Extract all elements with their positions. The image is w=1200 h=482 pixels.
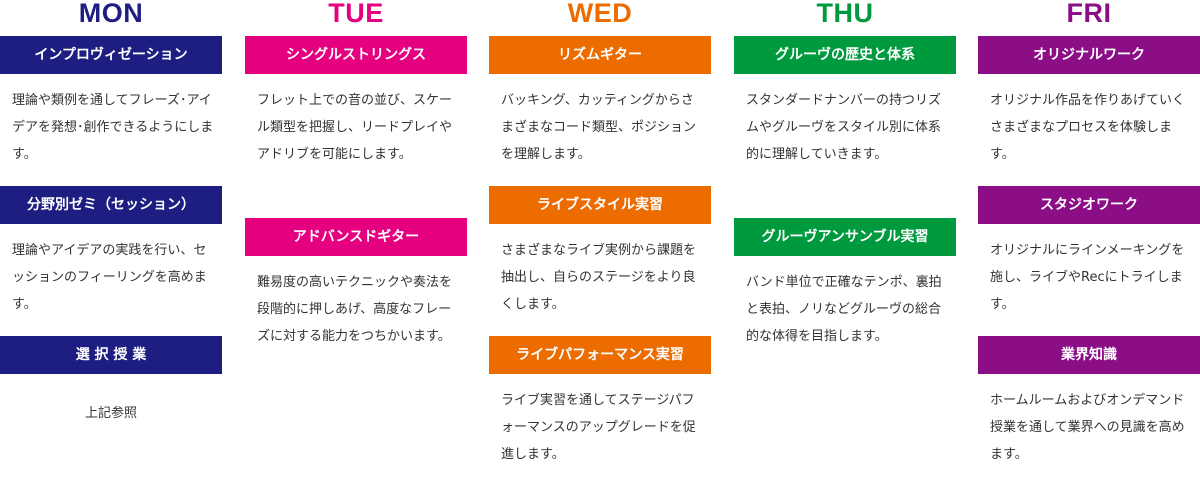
class-block: 選 択 授 業 上記参照 [0,336,222,482]
class-title[interactable]: アドバンスドギター [245,218,467,256]
class-block: リズムギター バッキング、カッティングからさまざまなコード類型、ポジションを理解… [489,36,711,182]
class-description: 理論やアイデアの実践を行い、セッションのフィーリングを高めます。 [12,243,207,312]
class-description: 理論や類例を通してフレーズ･アイデアを発想･創作できるようにします。 [12,93,214,162]
column-wed: WED リズムギター バッキング、カッティングからさまざまなコード類型、ポジショ… [489,0,711,482]
class-description: オリジナルにラインメーキングを施し、ライブやRecにトライします。 [990,243,1185,312]
class-title[interactable]: ライブパフォーマンス実習 [489,336,711,374]
class-block: グルーヴの歴史と体系 スタンダードナンバーの持つリズムやグルーヴをスタイル別に体… [734,36,956,214]
class-title[interactable]: 分野別ゼミ（セッション） [0,186,222,224]
class-title[interactable]: 選 択 授 業 [0,336,222,374]
class-block: 分野別ゼミ（セッション） 理論やアイデアの実践を行い、セッションのフィーリングを… [0,186,222,332]
day-label-fri: FRI [1066,0,1112,28]
day-label-tue: TUE [328,0,384,28]
class-description: さまざまなライブ実例から課題を抽出し、自らのステージをより良くします。 [501,243,697,312]
class-block: スタジオワーク オリジナルにラインメーキングを施し、ライブやRecにトライします… [978,186,1200,332]
class-description: ホームルームおよびオンデマンド授業を通して業界への見識を高めます。 [990,393,1185,462]
class-description: フレット上での音の並び、スケール類型を把握し、リードプレイやアドリブを可能にしま… [257,93,453,162]
class-title[interactable]: 業界知識 [978,336,1200,374]
class-block: 業界知識 ホームルームおよびオンデマンド授業を通して業界への見識を高めます。 [978,336,1200,482]
class-block: グルーヴアンサンブル実習 バンド単位で正確なテンポ、裏拍と表拍、ノリなどグルーヴ… [734,218,956,396]
day-label-mon: MON [78,0,144,28]
column-mon: MON インプロヴィゼーション 理論や類例を通してフレーズ･アイデアを発想･創作… [0,0,222,482]
class-title[interactable]: インプロヴィゼーション [0,36,222,74]
class-description: ライブ実習を通してステージパフォーマンスのアップグレードを促進します。 [501,393,696,462]
class-description: バンド単位で正確なテンポ、裏拍と表拍、ノリなどグルーヴの総合的な体得を目指します… [746,275,942,344]
class-title[interactable]: グルーヴの歴史と体系 [734,36,956,74]
class-description: 難易度の高いテクニックや奏法を段階的に押しあげ、高度なフレーズに対する能力をつち… [257,275,453,344]
class-block: ライブパフォーマンス実習 ライブ実習を通してステージパフォーマンスのアップグレー… [489,336,711,482]
class-block: シングルストリングス フレット上での音の並び、スケール類型を把握し、リードプレイ… [245,36,467,214]
class-title[interactable]: シングルストリングス [245,36,467,74]
day-label-thu: THU [816,0,874,28]
column-thu: THU グルーヴの歴史と体系 スタンダードナンバーの持つリズムやグルーヴをスタイ… [734,0,956,396]
day-label-wed: WED [567,0,633,28]
column-fri: FRI オリジナルワーク オリジナル作品を作りあげていくさまざまなプロセスを体験… [978,0,1200,482]
column-tue: TUE シングルストリングス フレット上での音の並び、スケール類型を把握し、リー… [245,0,467,396]
class-block: ライブスタイル実習 さまざまなライブ実例から課題を抽出し、自らのステージをより良… [489,186,711,332]
class-description: 上記参照 [84,406,137,421]
class-title[interactable]: スタジオワーク [978,186,1200,224]
class-title[interactable]: ライブスタイル実習 [489,186,711,224]
class-description: バッキング、カッティングからさまざまなコード類型、ポジションを理解します。 [501,93,697,162]
class-title[interactable]: オリジナルワーク [978,36,1200,74]
class-block: アドバンスドギター 難易度の高いテクニックや奏法を段階的に押しあげ、高度なフレー… [245,218,467,396]
class-title[interactable]: グルーヴアンサンブル実習 [734,218,956,256]
class-block: インプロヴィゼーション 理論や類例を通してフレーズ･アイデアを発想･創作できるよ… [0,36,222,182]
class-title[interactable]: リズムギター [489,36,711,74]
class-block: オリジナルワーク オリジナル作品を作りあげていくさまざまなプロセスを体験します。 [978,36,1200,182]
class-description: オリジナル作品を作りあげていくさまざまなプロセスを体験します。 [990,93,1186,162]
class-description: スタンダードナンバーの持つリズムやグルーヴをスタイル別に体系的に理解していきます… [746,93,942,162]
